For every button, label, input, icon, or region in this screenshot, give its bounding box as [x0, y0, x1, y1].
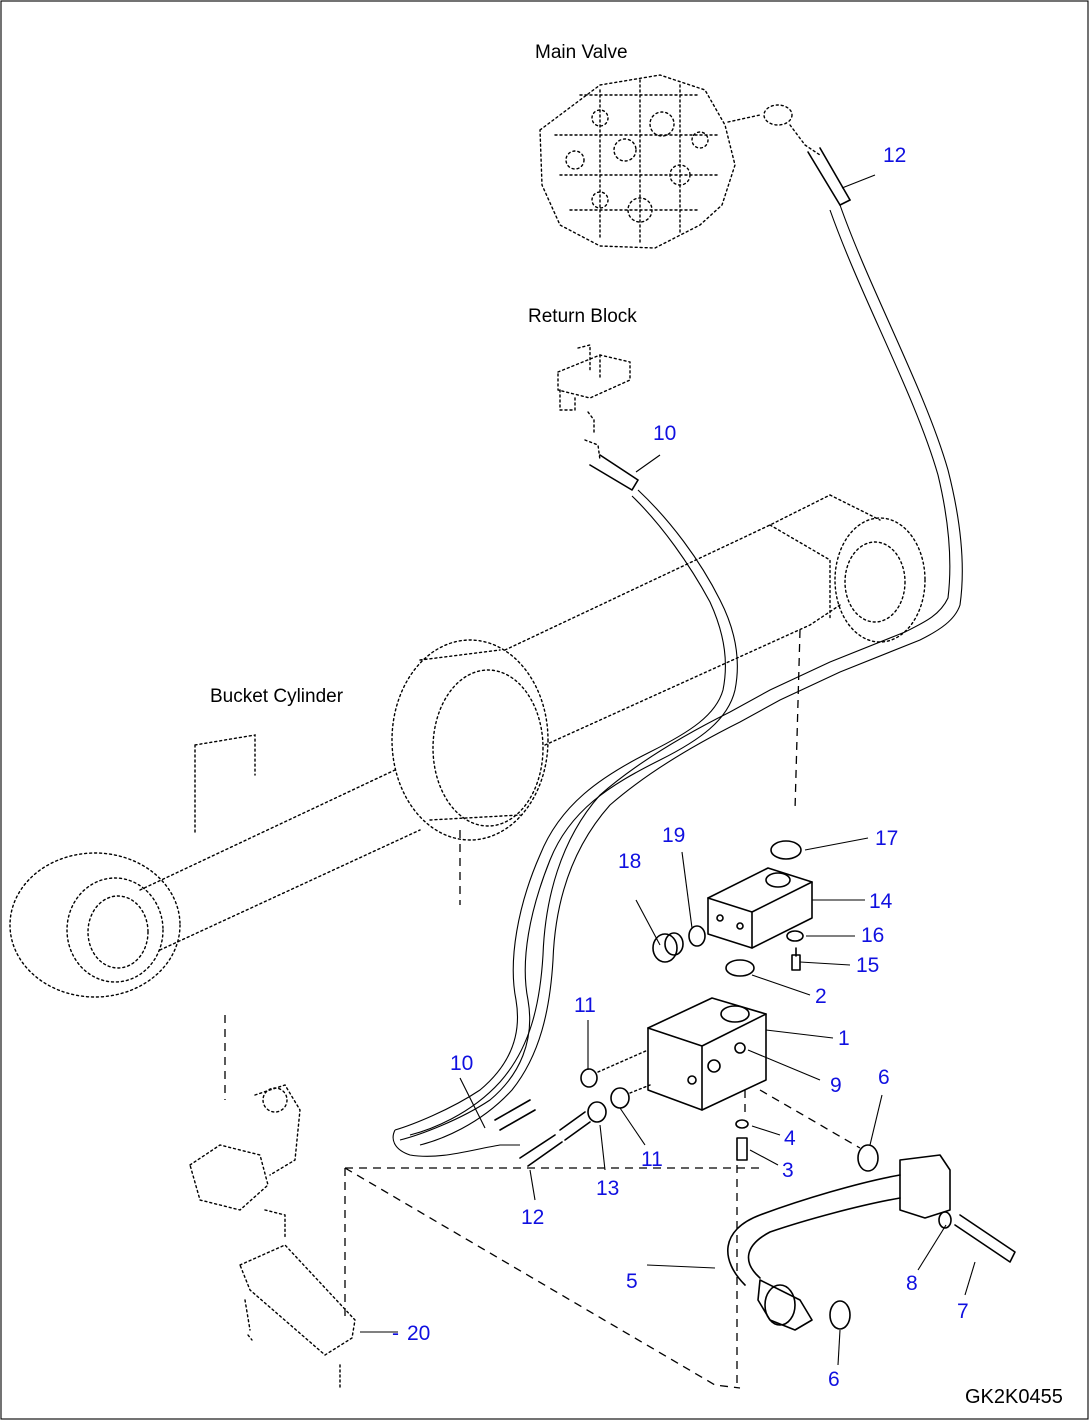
callout-12-upper: 12: [883, 144, 906, 167]
washer-4: [735, 1119, 749, 1129]
callout-6-lower: 6: [828, 1368, 840, 1391]
callout-18: 18: [618, 850, 641, 873]
callout-17: 17: [875, 827, 898, 850]
fittings-11-13: [519, 1049, 651, 1167]
callout-1: 1: [838, 1027, 850, 1050]
callout-12-lower: 12: [521, 1206, 544, 1229]
washer-16: [786, 930, 804, 942]
plate-20: [239, 1209, 356, 1391]
block-1: [647, 997, 767, 1111]
drawing-code: GK2K0455: [965, 1386, 1063, 1408]
plug-18-19: [652, 925, 706, 963]
bucket-cylinder-drawing: [9, 494, 926, 1100]
pipe-5: [727, 1154, 1016, 1331]
bolt-3: [736, 1137, 748, 1161]
callout-20-dash: -: [392, 1322, 399, 1345]
hose-12: [409, 204, 963, 1146]
return-block-drawing: [557, 344, 639, 491]
callout-9: 9: [830, 1074, 842, 1097]
callout-4: 4: [784, 1127, 796, 1150]
callout-13: 13: [596, 1177, 619, 1200]
callout-8: 8: [906, 1272, 918, 1295]
bracket-left: [189, 1084, 301, 1211]
main-valve-drawing: [539, 74, 736, 249]
callout-2: 2: [815, 985, 827, 1008]
label-main-valve: Main Valve: [535, 42, 628, 63]
callout-10-upper: 10: [653, 422, 676, 445]
callout-6-upper: 6: [878, 1066, 890, 1089]
callout-3: 3: [782, 1159, 794, 1182]
callout-7: 7: [957, 1300, 969, 1323]
callout-16: 16: [861, 924, 884, 947]
o-ring-2: [725, 959, 755, 977]
callout-10-lower: 10: [450, 1052, 473, 1075]
callout-19: 19: [662, 824, 685, 847]
callout-11-upper: 11: [574, 994, 596, 1017]
leader-lines: [360, 174, 976, 1366]
callout-20: 20: [407, 1322, 430, 1345]
o-ring-6-lower: [829, 1300, 851, 1330]
label-bucket-cylinder: Bucket Cylinder: [210, 686, 344, 707]
callout-14: 14: [869, 890, 893, 913]
callout-5: 5: [626, 1270, 638, 1293]
hose-10: [392, 489, 738, 1157]
label-return-block: Return Block: [528, 306, 637, 327]
assembly-outline: [344, 1167, 760, 1389]
callout-15: 15: [856, 954, 879, 977]
o-ring-6-upper: [857, 1144, 879, 1172]
bolt-15: [791, 947, 801, 971]
block-14: [707, 867, 813, 949]
fitting-12-top: [727, 104, 851, 206]
o-ring-17: [770, 840, 802, 860]
callout-11-lower: 11: [641, 1148, 663, 1171]
